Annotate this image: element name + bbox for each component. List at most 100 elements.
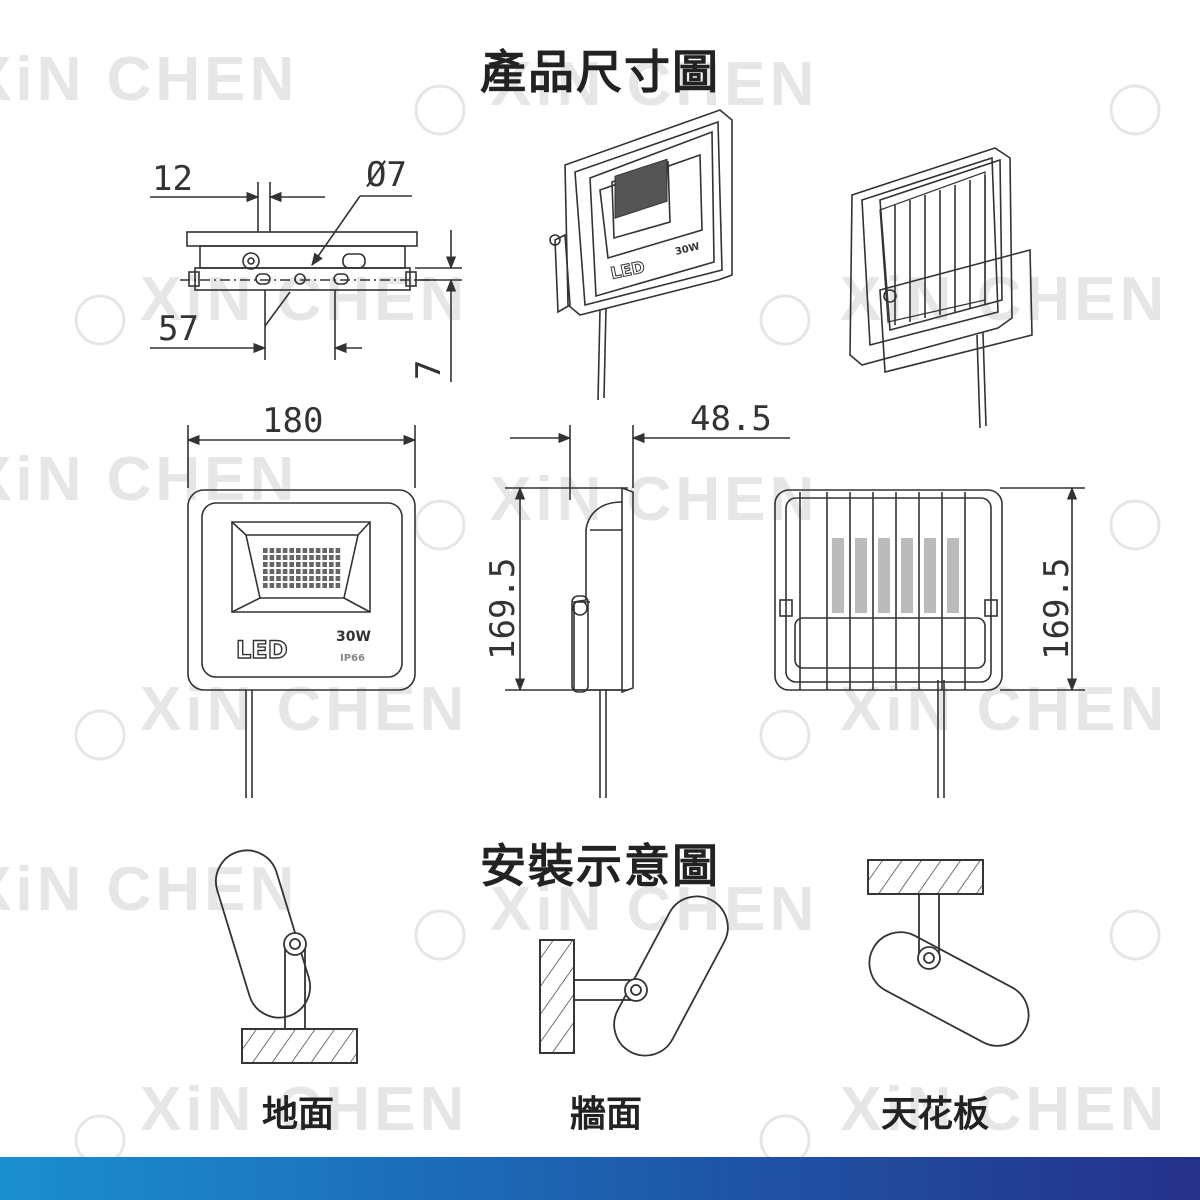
led-chip [263,555,268,560]
dim-label-169-5-back: 169.5 [1037,558,1077,660]
back-fin [832,538,844,613]
top-view-drawing [150,182,462,382]
led-chip [289,548,294,553]
led-chip [322,569,327,574]
led-chip [335,576,341,581]
led-chip [269,548,275,553]
dim-label-180: 180 [262,401,323,441]
caption-wall: 牆面 [569,1094,642,1135]
watermark-logo-icon [1109,499,1161,551]
watermark-logo-icon [414,909,466,961]
led-chip [322,555,327,560]
watermark-logo-icon [74,709,126,761]
install-ceiling-drawing [867,859,1030,1047]
led-chip [269,576,275,581]
front-led-array [263,548,341,588]
wattage-label: 30W [336,629,371,645]
iso-back-drawing [849,147,1033,429]
led-chip [282,569,288,574]
dim-label-169-5-side: 169.5 [483,558,523,660]
led-chip [263,576,268,581]
led-chip [315,576,321,581]
watermark-text: XiN CHEN [840,1075,1168,1144]
iso-front-drawing [549,109,733,401]
back-fins [832,538,959,613]
led-chip [335,562,341,567]
led-chip [329,562,334,567]
led-chip [269,555,275,560]
led-label: LED [236,636,288,664]
led-chip [276,548,281,553]
led-chip [289,583,294,588]
dim-label-12: 12 [152,159,193,199]
watermark-logo-icon [759,709,811,761]
led-chip [289,555,294,560]
watermark-text: XiN CHEN [840,675,1168,744]
led-chip [315,555,321,560]
led-chip [322,576,327,581]
dim-label-48-5: 48.5 [690,399,772,439]
install-floor-drawing [215,849,358,1064]
led-chip [329,583,334,588]
watermark-text: XiN CHEN [0,855,298,924]
led-chip [296,569,301,574]
caption-ceiling: 天花板 [880,1094,989,1135]
led-chip [282,576,288,581]
iso-led-label: LED [609,257,647,283]
watermark-logo-icon [414,84,466,136]
led-chip [315,569,321,574]
led-chip [269,562,275,567]
back-fin [901,538,913,613]
led-chip [269,583,275,588]
led-chip [282,548,288,553]
watermark-logo-icon [74,294,126,346]
footer-color-bar [0,1157,1200,1200]
led-chip [309,562,314,567]
led-chip [276,583,281,588]
led-chip [329,576,334,581]
led-chip [269,569,275,574]
led-chip [309,576,314,581]
led-chip [302,569,308,574]
led-chip [296,583,301,588]
dimensions-title: 產品尺寸圖 [480,45,720,99]
watermark-logo-icon [759,294,811,346]
led-chip [309,555,314,560]
led-chip [302,562,308,567]
led-chip [289,562,294,567]
led-chip [302,576,308,581]
watermark-text: XiN CHEN [490,875,818,944]
led-chip [289,576,294,581]
led-chip [282,562,288,567]
led-chip [309,569,314,574]
led-chip [335,583,341,588]
watermark-text: XiN CHEN [490,465,818,534]
led-chip [315,562,321,567]
watermark-text: XiN CHEN [490,50,818,119]
led-chip [282,555,288,560]
led-chip [309,583,314,588]
led-chip [302,548,308,553]
led-chip [276,569,281,574]
led-chip [329,555,334,560]
back-fin [924,538,936,613]
led-chip [296,548,301,553]
dim-label-7: 7 [409,360,449,380]
led-chip [322,548,327,553]
led-chip [276,562,281,567]
install-wall-drawing [539,895,729,1057]
iso-front-led-array [614,158,668,219]
led-chip [263,548,268,553]
iso-wattage-label: 30W [674,241,701,258]
back-fin [878,538,890,613]
led-chip [322,562,327,567]
dim-label-hole-diameter: Ø7 [366,155,407,195]
watermark-logo-icon [1109,909,1161,961]
dim-label-57: 57 [158,309,199,349]
led-chip [263,569,268,574]
led-chip [276,576,281,581]
led-chip [322,583,327,588]
led-chip [276,555,281,560]
led-chip [289,569,294,574]
